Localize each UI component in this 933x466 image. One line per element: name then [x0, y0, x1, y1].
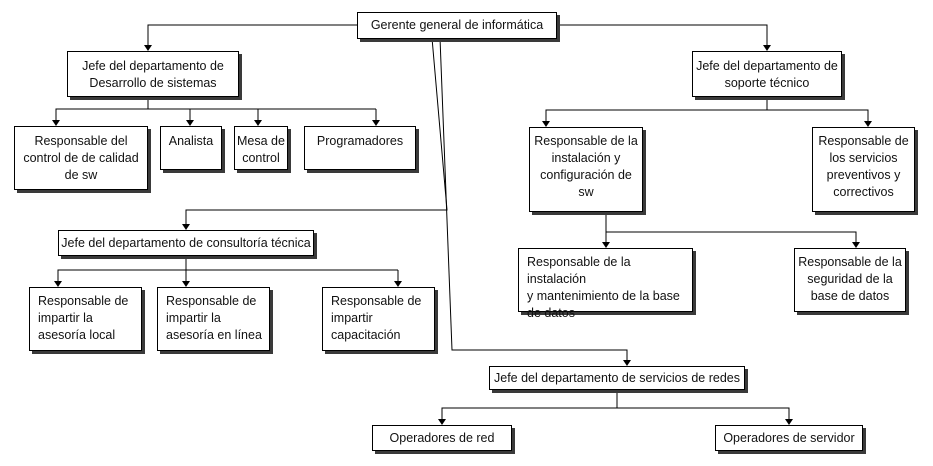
connector-redes-bus: [617, 407, 790, 421]
node-responsable-instalacion-sw: Responsable de la instalación y configur…: [529, 127, 643, 212]
connector-soporte-bus: [545, 97, 768, 123]
arrowhead: [144, 45, 152, 51]
connector-redes-bus: [441, 390, 618, 421]
node-jefe-soporte: Jefe del departamento de soporte técnico: [692, 51, 842, 97]
node-responsable-servicios: Responsable de los servicios preventivos…: [812, 127, 915, 212]
arrowhead: [785, 419, 793, 425]
node-jefe-desarrollo: Jefe del departamento de Desarrollo de s…: [67, 51, 239, 97]
node-responsable-asesoria-local: Responsable de impartir la asesoría loca…: [29, 287, 142, 351]
connector-desarrollo-bus: [55, 97, 149, 122]
node-responsable-calidad: Responsable del control de de calidad de…: [14, 126, 148, 190]
arrowhead: [852, 242, 860, 248]
connector-gerente-redes: [439, 37, 628, 362]
node-analista: Analista: [160, 126, 222, 170]
arrowhead: [763, 45, 771, 51]
node-responsable-base-datos: Responsable de la instalación y mantenim…: [518, 248, 693, 320]
arrowhead: [864, 121, 872, 127]
arrowhead: [254, 120, 262, 126]
arrowhead: [52, 120, 60, 126]
connector-gerente-consultoria: [185, 37, 448, 226]
connector-instalacion-bus: [605, 212, 857, 244]
node-jefe-consultoria: Jefe del departamento de consultoría téc…: [58, 230, 314, 256]
node-responsable-seguridad-bd: Responsable de la seguridad de la base d…: [794, 248, 906, 312]
connector-gerente-desarrollo: [147, 24, 357, 47]
node-operadores-red: Operadores de red: [372, 425, 512, 451]
node-gerente-general: Gerente general de informática: [357, 12, 557, 39]
node-operadores-servidor: Operadores de servidor: [715, 425, 863, 451]
node-responsable-asesoria-linea: Responsable de impartir la asesoría en l…: [157, 287, 270, 351]
arrowhead: [602, 242, 610, 248]
arrowhead: [623, 360, 631, 366]
arrowhead: [542, 121, 550, 127]
arrowhead: [394, 281, 402, 287]
arrowhead: [54, 281, 62, 287]
node-responsable-capacitacion: Responsable de impartir capacitación: [322, 287, 435, 351]
arrowhead: [438, 419, 446, 425]
connector-consultoria-bus: [57, 256, 187, 283]
arrowhead: [186, 120, 194, 126]
arrowhead: [372, 120, 380, 126]
connector-gerente-soporte: [557, 24, 768, 47]
node-mesa-control: Mesa de control: [234, 126, 288, 170]
connector-soporte-bus: [767, 109, 869, 123]
arrowhead: [182, 224, 190, 230]
node-programadores: Programadores: [304, 126, 416, 170]
arrowhead: [182, 281, 190, 287]
node-jefe-redes: Jefe del departamento de servicios de re…: [489, 366, 745, 390]
